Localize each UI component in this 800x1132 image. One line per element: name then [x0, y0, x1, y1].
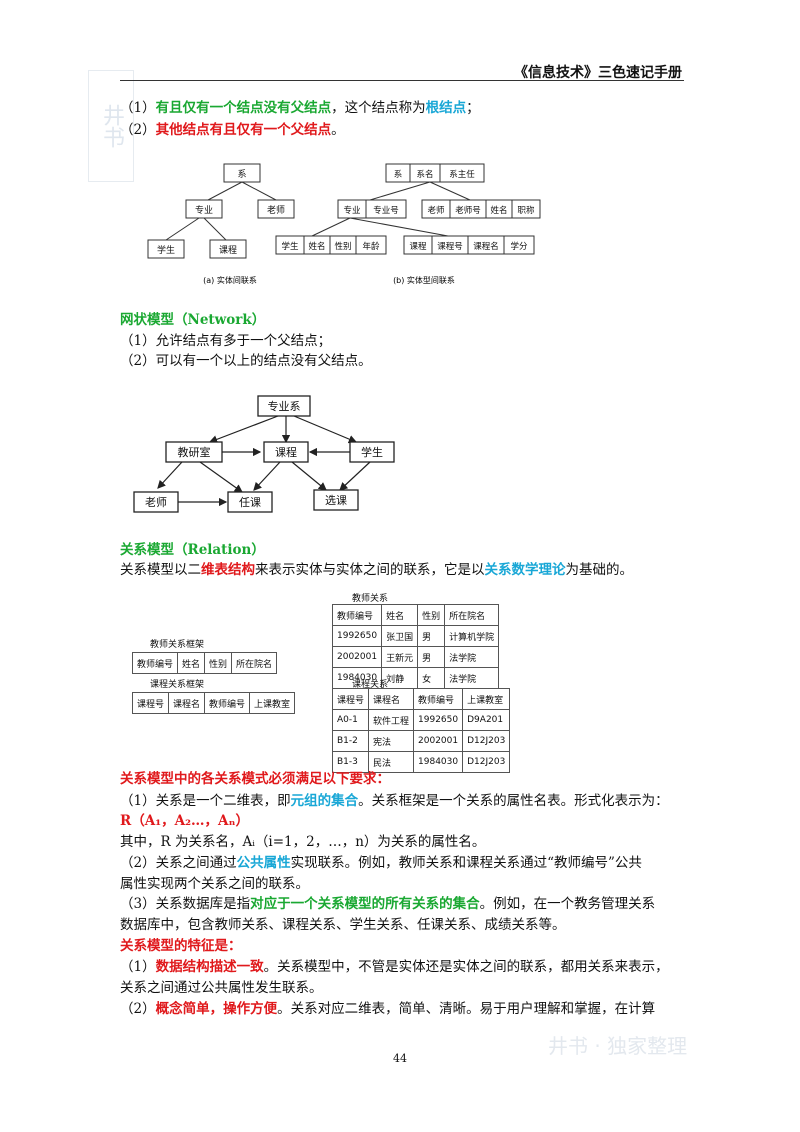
b-root-1: 系名 — [416, 169, 433, 180]
req-point-1: （1）关系是一个二维表，即元组的集合。关系框架是一个关系的属性名表。形式化表示为… — [120, 793, 669, 809]
tree-point-1: （1）有且仅有一个结点没有父结点，这个结点称为根结点； — [120, 100, 480, 116]
network-point-1: （1）允许结点有多于一个父结点； — [120, 333, 332, 349]
feat-point-1: （1）数据结构描述一致。关系模型中，不管是实体还是实体之间的联系，都用关系来表示… — [120, 959, 669, 975]
relation-intro: 关系模型以二维表结构来表示实体与实体之间的联系，它是以关系数学理论为基础的。 — [120, 562, 633, 578]
requirements-title: 关系模型中的各关系模式必须满足以下要求： — [120, 771, 390, 787]
b-l2a-3: 年龄 — [362, 241, 380, 252]
net-node-teach: 任课 — [239, 496, 261, 509]
relation-title: 关系模型（Relation） — [120, 542, 265, 558]
network-title: 网状模型（Network） — [120, 312, 266, 328]
b-root-0: 系 — [394, 169, 403, 180]
b-l1a-1: 专业号 — [373, 205, 399, 216]
b-root-2: 系主任 — [449, 169, 475, 180]
b-l2a-2: 性别 — [334, 241, 351, 252]
b-l2a-0: 学生 — [281, 241, 299, 252]
net-node-office: 教研室 — [178, 445, 211, 459]
feat-point-1-cont: 关系之间通过公共属性发生联系。 — [120, 980, 323, 996]
net-node-student: 学生 — [361, 445, 383, 459]
caption-b: (b) 实体型间联系 — [393, 275, 455, 285]
b-l2b-2: 课程名 — [473, 241, 499, 252]
network-point-2: （2）可以有一个以上的结点没有父结点。 — [120, 353, 372, 369]
teacher-rel-caption: 教师关系 — [352, 594, 389, 604]
net-node-select: 选课 — [325, 494, 347, 507]
node-student: 学生 — [157, 244, 175, 256]
node-major: 专业 — [195, 204, 213, 216]
node-dept: 系 — [237, 169, 246, 180]
b-l2a-1: 姓名 — [308, 241, 325, 252]
header-rule — [120, 80, 684, 81]
node-course: 课程 — [219, 245, 237, 256]
caption-a: (a) 实体间联系 — [203, 275, 257, 285]
req-point-3: （3）关系数据库是指对应于一个关系模型的所有关系的集合。例如，在一个教务管理关系 — [120, 896, 656, 912]
feat-point-2: （2）概念简单，操作方便。关系对应二维表，简单、清晰。易于用户理解和掌握，在计算 — [120, 1001, 656, 1017]
b-l1b-2: 姓名 — [490, 205, 507, 216]
teacher-frame-caption: 教师关系框架 — [150, 640, 205, 650]
figure-entity-relations: 系 专业 老师 学生 课程 (a) 实体间联系 — [147, 163, 295, 285]
footer-watermark: 井书 · 独家整理 — [548, 1034, 688, 1058]
teacher-frame-table: 教师编号姓名性别所在院名 — [131, 652, 278, 674]
course-frame-table: 课程号课程名教师编号上课教室 — [131, 692, 296, 714]
b-l2b-3: 学分 — [510, 241, 528, 252]
req-point-1-note: 其中，R 为关系名，Aᵢ（i=1，2，…，n）为关系的属性名。 — [120, 834, 486, 850]
net-node-teacher: 老师 — [145, 496, 167, 509]
net-node-course: 课程 — [275, 446, 297, 459]
course-frame-caption: 课程关系框架 — [150, 680, 205, 690]
net-node-dept: 专业系 — [268, 399, 301, 413]
node-teacher: 老师 — [267, 204, 285, 216]
req-point-2-cont: 属性实现两个关系之间的联系。 — [120, 876, 309, 892]
network-diagram: 专业系 教研室 课程 学生 老师 任课 选课 — [133, 395, 395, 513]
b-l1b-3: 职称 — [517, 205, 535, 216]
header-title: 《信息技术》三色速记手册 — [514, 65, 682, 81]
b-l1a-0: 专业 — [343, 205, 360, 216]
b-l2b-1: 课程号 — [437, 241, 463, 252]
req-formula: R（A₁，A₂…，Aₙ） — [120, 813, 249, 829]
features-title: 关系模型的特征是： — [120, 938, 242, 954]
figure-entity-type-relations: 系 系名 系主任 专业 专业号 老师 老师号 姓名 职称 学生 姓名 性别 年龄… — [275, 163, 541, 285]
b-l2b-0: 课程 — [409, 241, 427, 252]
req-point-2: （2）关系之间通过公共属性实现联系。例如，教师关系和课程关系通过“教师编号”公共 — [120, 855, 642, 871]
course-rel-caption: 课程关系 — [352, 680, 389, 690]
side-watermark: 井书 — [88, 70, 134, 182]
page-number: 44 — [393, 1052, 407, 1065]
b-l1b-1: 老师号 — [455, 205, 481, 216]
b-l1b-0: 老师 — [427, 205, 445, 216]
tree-point-2: （2）其他结点有且仅有一个父结点。 — [120, 122, 345, 138]
req-point-3-cont: 数据库中，包含教师关系、课程关系、学生关系、任课关系、成绩关系等。 — [120, 917, 566, 933]
